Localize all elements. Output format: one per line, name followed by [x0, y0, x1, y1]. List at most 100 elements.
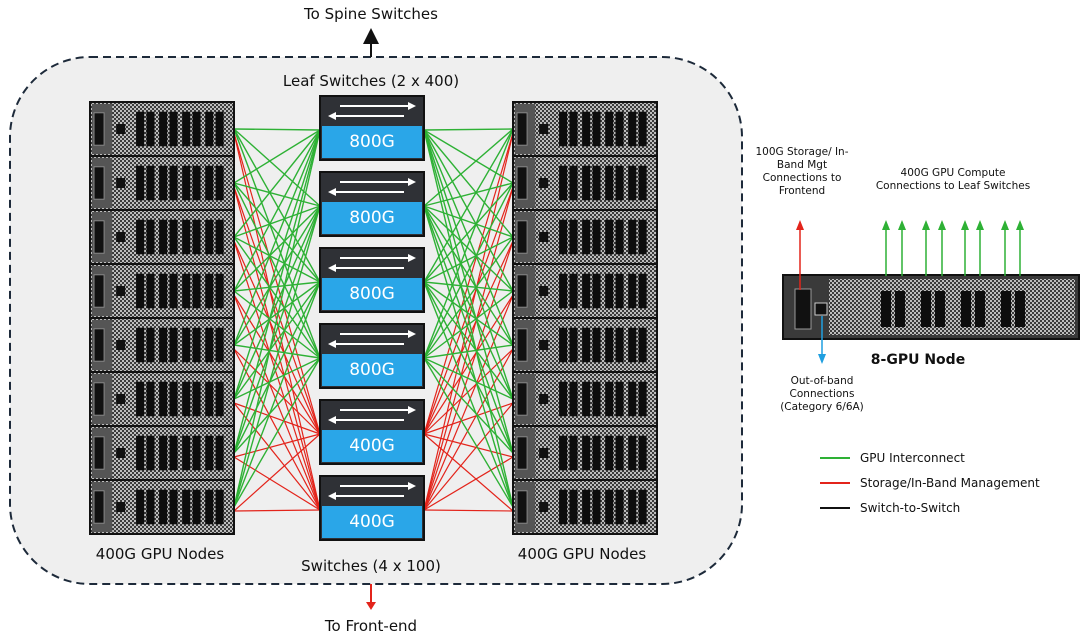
- storage-link: [233, 186, 321, 511]
- storage-link: [233, 294, 321, 435]
- gpu-slot: [569, 435, 578, 471]
- gpu-slot: [215, 273, 224, 309]
- server-handle: [93, 490, 105, 524]
- gpu-slot: [169, 327, 178, 363]
- switch-arrow-left-head: [328, 416, 336, 424]
- gpu-slot: [182, 489, 191, 525]
- gpu-slot: [146, 381, 155, 417]
- gpu-link: [423, 205, 514, 292]
- storage-link: [423, 433, 514, 458]
- gpu-slot: [192, 381, 201, 417]
- left-nodes-label: 400G GPU Nodes: [95, 545, 225, 563]
- gpu-slot: [159, 435, 168, 471]
- server-handle: [516, 436, 528, 470]
- gpu-link: [233, 205, 321, 238]
- gpu-link: [423, 344, 514, 359]
- switch-port-panel: [322, 506, 422, 538]
- storage-link: [423, 402, 514, 511]
- gpu-link: [233, 281, 321, 400]
- right-rack-node: [512, 425, 658, 481]
- gpu-slot: [146, 435, 155, 471]
- gpu-link: [423, 129, 514, 508]
- detail-gpu-slot: [1015, 291, 1025, 327]
- switch-port-panel: [322, 126, 422, 158]
- gpu-link: [423, 281, 514, 346]
- gpu-slot: [192, 327, 201, 363]
- right-rack-node: [512, 263, 658, 319]
- legend-item: Storage/In-Band Management: [820, 476, 1040, 490]
- oob-link-head: [818, 354, 826, 364]
- gpu-slot: [169, 273, 178, 309]
- detail-node-oob-port: [814, 302, 828, 316]
- gpu-slot: [182, 219, 191, 255]
- gpu-link: [423, 290, 514, 359]
- gpu-slot: [559, 435, 568, 471]
- gpu-slot: [182, 111, 191, 147]
- server-port: [539, 502, 549, 512]
- gpu-link: [423, 182, 514, 207]
- gpu-slot: [569, 381, 578, 417]
- gpu-slot: [569, 489, 578, 525]
- gpu-slot: [169, 435, 178, 471]
- server-port: [116, 502, 126, 512]
- server-port: [116, 448, 126, 458]
- gpu-slot: [592, 327, 601, 363]
- gpu-slot: [615, 327, 624, 363]
- gpu-link: [233, 290, 321, 359]
- gpu-slot: [615, 219, 624, 255]
- server-port: [539, 124, 549, 134]
- gpu-link: [423, 205, 514, 508]
- storage-link: [233, 348, 321, 435]
- gpu-slot: [638, 165, 647, 201]
- storage-uplink-head: [796, 220, 804, 230]
- switches-label: Switches (4 x 100): [301, 557, 441, 575]
- gpu-slot: [582, 435, 591, 471]
- switch-arrow-right-head: [408, 178, 416, 186]
- gpu-slot: [205, 111, 214, 147]
- server-handle: [93, 274, 105, 308]
- switch-port-panel: [322, 278, 422, 310]
- storage-link: [423, 240, 514, 435]
- gpu-slot: [569, 111, 578, 147]
- gpu-link: [233, 281, 321, 508]
- gpu-slot: [159, 327, 168, 363]
- gpu-slot: [628, 165, 637, 201]
- gpu-slot: [628, 381, 637, 417]
- gpu-slot: [136, 489, 145, 525]
- gpu-link: [423, 129, 514, 346]
- server-port: [539, 340, 549, 350]
- storage-link: [233, 433, 321, 458]
- server-handle: [516, 490, 528, 524]
- to-frontend-label: To Front-end: [324, 617, 418, 635]
- compute-uplink-head: [1001, 220, 1009, 230]
- right-rack-node: [512, 155, 658, 211]
- server-handle: [93, 328, 105, 362]
- gpu-slot: [569, 327, 578, 363]
- gpu-link: [233, 205, 321, 292]
- gpu-slot: [615, 381, 624, 417]
- gpu-link: [423, 128, 514, 131]
- server-handle: [516, 112, 528, 146]
- gpu-slot: [136, 111, 145, 147]
- legend-label: GPU Interconnect: [860, 451, 965, 465]
- gpu-slot: [605, 327, 614, 363]
- gpu-link: [423, 357, 514, 454]
- detail-gpu-slot: [921, 291, 931, 327]
- gpu-slot: [559, 165, 568, 201]
- gpu-slot: [582, 327, 591, 363]
- gpu-link: [233, 281, 321, 346]
- switch-speed-label: 400G: [349, 512, 395, 532]
- right-rack-node: [512, 209, 658, 265]
- gpu-slot: [605, 489, 614, 525]
- gpu-slot: [638, 489, 647, 525]
- gpu-link: [233, 182, 321, 283]
- gpu-slot: [605, 273, 614, 309]
- gpu-slot: [628, 111, 637, 147]
- gpu-link: [233, 205, 321, 346]
- gpu-slot: [569, 165, 578, 201]
- gpu-slot: [146, 165, 155, 201]
- right-rack-node: [512, 371, 658, 427]
- gpu-slot: [136, 327, 145, 363]
- gpu-slot: [136, 165, 145, 201]
- storage-link: [233, 402, 321, 435]
